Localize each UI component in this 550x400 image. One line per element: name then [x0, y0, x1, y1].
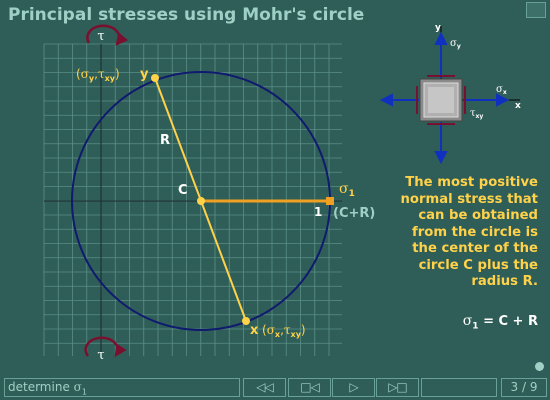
step-description: determine σ1 [4, 378, 240, 397]
point-y-label: y [140, 67, 149, 82]
point-x [242, 317, 250, 325]
arrow-left-icon [379, 93, 393, 107]
tau-axis-label-top: τ [97, 29, 104, 44]
point-y [151, 74, 159, 82]
tau-xy-label: τxy [470, 108, 483, 120]
sigma-y-label: σy [450, 38, 461, 50]
point-x-coords-label: (σx,τxy) [262, 323, 306, 339]
one-label: 1 [314, 205, 322, 219]
point-y-coords-label: (σy,τxy) [76, 67, 120, 83]
next-step-button[interactable]: ▷ [332, 378, 375, 397]
sigma1-label: σ1 [339, 181, 355, 199]
stress-element-inset: y x σy σx τxy [379, 23, 521, 165]
sigma-x-label: σx [496, 84, 507, 96]
step-sub: 1 [81, 387, 87, 397]
tau-axis-label-bottom: τ [97, 348, 104, 363]
radius-label: R [160, 133, 170, 148]
explanation-text: The most positive normal stress that can… [400, 175, 539, 289]
point-center [197, 197, 205, 205]
last-step-button[interactable]: ▷□ [376, 378, 419, 397]
page-title: Principal stresses using Mohr's circle [8, 5, 365, 25]
blank-box [421, 378, 497, 397]
arrow-down-icon [434, 151, 448, 165]
point-sigma1 [326, 197, 334, 205]
arrow-right-icon [496, 93, 510, 107]
formula-sigma: σ [462, 313, 473, 329]
element-x-label: x [515, 101, 521, 111]
center-label: C [178, 183, 188, 198]
sigma1-formula: σ1 = C + R [420, 313, 538, 332]
prev-step-button[interactable]: □◁ [288, 378, 331, 397]
arrow-up-icon [434, 31, 448, 45]
element-y-label: y [435, 23, 441, 33]
point-x-label: x [250, 323, 259, 338]
step-sigma: σ [73, 380, 82, 394]
formula-rest: = C + R [478, 314, 538, 329]
bottom-navigation-bar: determine σ1 ◁◁ □◁ ▷ ▷□ 3 / 9 [0, 376, 550, 400]
curl-arrow-bottom-icon [84, 336, 127, 358]
first-step-button[interactable]: ◁◁ [243, 378, 286, 397]
status-dot[interactable] [535, 362, 544, 371]
step-text: determine [8, 380, 74, 394]
mohr-circle-diagram: τ τ (σy,τxy) y R C σ1 1 (C+R) x (σx,τxy)… [43, 23, 521, 363]
window-corner-box[interactable] [526, 2, 546, 18]
grid-lines [43, 43, 342, 356]
c-plus-r-label: (C+R) [333, 206, 375, 221]
formula-sub: 1 [472, 321, 479, 332]
page-indicator: 3 / 9 [501, 378, 547, 397]
curl-arrow-top-icon [86, 24, 129, 46]
